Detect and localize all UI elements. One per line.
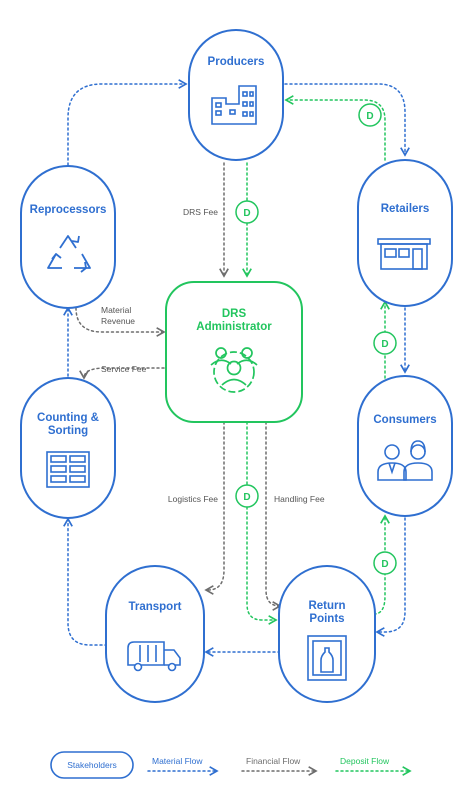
flow-consumers-to-return [375,517,406,637]
retailers-label: Retailers [381,203,430,215]
label-material-revenue-2: Revenue [101,316,135,326]
transport-label: Transport [128,601,181,613]
material-flows [63,79,410,657]
svg-text:Material Flow: Material Flow [152,756,203,766]
bottle-machine-icon [307,635,347,681]
svg-text:D: D [243,492,250,503]
consumers-label: Consumers [373,414,436,426]
flow-producers-to-retailers [284,83,410,157]
producers-label: Producers [208,56,265,68]
node-reprocessors[interactable]: Reprocessors [20,165,116,309]
svg-text:D: D [381,339,388,350]
deposit-markers: D D D D D [235,103,397,575]
return-label-2: Points [309,613,344,625]
node-drs-administrator[interactable]: DRS Administrator [165,281,303,423]
flow-logistics-fee [204,421,225,595]
recycle-icon [47,235,91,273]
factory-icon [211,85,257,125]
flow-reprocessors-to-producers [67,79,188,166]
reprocessors-label: Reprocessors [30,204,107,216]
node-counting-sorting[interactable]: Counting & Sorting [20,377,116,519]
flow-deposit-retailers-to-producers [284,95,386,161]
svg-text:Financial Flow: Financial Flow [246,756,301,766]
svg-text:D: D [366,111,373,122]
sorting-grid-icon [46,451,90,488]
shop-icon [377,238,431,270]
financial-flows [75,162,282,611]
label-logistics-fee: Logistics Fee [168,494,218,504]
truck-icon [127,641,181,672]
svg-text:D: D [243,208,250,219]
legend-stakeholders: Stakeholders [50,751,134,779]
svg-text:D: D [381,559,388,570]
counting-label-1: Counting & [37,412,99,424]
administrator-label-1: DRS [222,308,247,320]
people-icon [377,440,433,481]
label-drs-fee: DRS Fee [183,207,218,217]
deposit-marker-admin-return: D [235,484,259,508]
node-return-points[interactable]: Return Points [278,565,376,703]
node-transport[interactable]: Transport [105,565,205,703]
administrator-label-2: Administrator [196,321,272,333]
node-consumers[interactable]: Consumers [357,375,453,517]
svg-text:Stakeholders: Stakeholders [67,760,117,770]
people-gear-icon [210,347,258,393]
return-label-1: Return [308,600,345,612]
legend: Stakeholders Material Flow Financial Flo… [50,751,412,779]
legend-material-flow: Material Flow [147,756,219,776]
deposit-marker-retailers-producers: D [358,103,382,127]
flow-handling-fee [265,421,282,611]
deposit-marker-consumers-retailers: D [373,331,397,355]
flow-labels: DRS Fee Material Revenue Service Fee Log… [101,207,325,504]
node-producers[interactable]: Producers [188,29,284,161]
flow-transport-to-counting [63,517,108,646]
deposit-marker-producers: D [235,200,259,224]
svg-text:Deposit Flow: Deposit Flow [340,756,390,766]
label-handling-fee: Handling Fee [274,494,325,504]
legend-financial-flow: Financial Flow [241,756,318,776]
label-service-fee: Service Fee [101,364,147,374]
counting-label-2: Sorting [48,425,88,437]
label-material-revenue-1: Material [101,305,131,315]
deposit-marker-return-consumers: D [373,551,397,575]
node-retailers[interactable]: Retailers [357,159,453,307]
flow-deposit-admin-to-return [246,421,278,625]
flow-deposit-return-to-consumers [373,514,390,615]
flow-service-fee [79,367,165,380]
flow-material-revenue [75,307,166,337]
legend-deposit-flow: Deposit Flow [335,756,412,776]
